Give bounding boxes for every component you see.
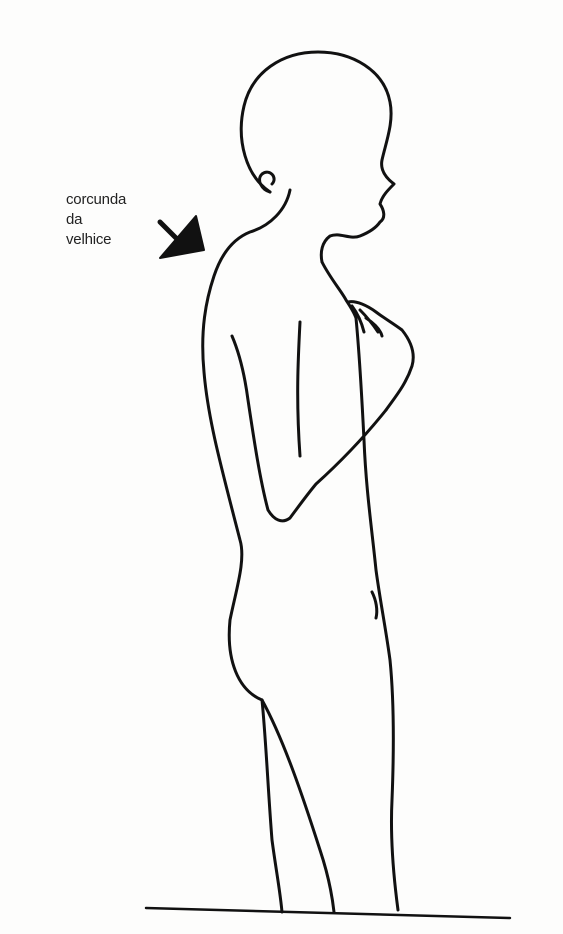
arrow-icon bbox=[160, 216, 204, 258]
front-outline bbox=[322, 262, 398, 910]
upper-arm-line bbox=[298, 322, 300, 456]
hip-mark bbox=[372, 592, 377, 618]
back-outline bbox=[203, 190, 290, 700]
head-outline bbox=[241, 52, 394, 262]
ground-line bbox=[146, 908, 510, 918]
front-leg-outline bbox=[262, 700, 334, 912]
